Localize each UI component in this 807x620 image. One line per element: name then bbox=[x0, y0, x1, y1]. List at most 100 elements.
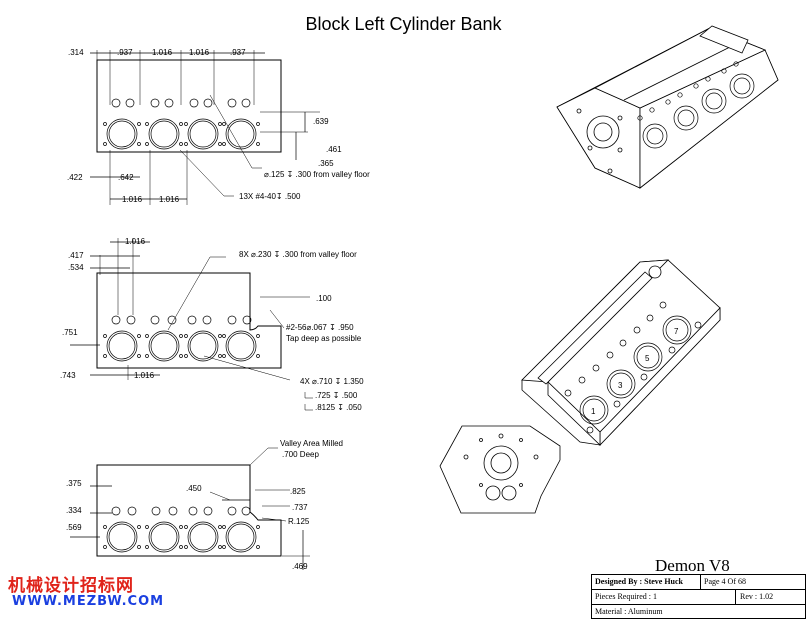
bottom-view: Valley Area Milled .700 Deep .375 .450 .… bbox=[66, 439, 343, 571]
top-view-bolt-hole bbox=[184, 142, 188, 146]
mid-view-bolt-hole bbox=[145, 354, 149, 358]
iso-bore-inner bbox=[733, 77, 751, 95]
top-view-hole bbox=[164, 98, 174, 108]
iso-cylinder-inner bbox=[665, 318, 689, 342]
bottom-view-bore bbox=[225, 521, 257, 553]
iso-deck-hole bbox=[578, 376, 586, 384]
page-number: Page 4 Of 68 bbox=[704, 577, 746, 586]
iso-bore bbox=[729, 73, 755, 99]
top-view-bolt-hole bbox=[222, 122, 226, 126]
mid-view-bolt-hole bbox=[218, 354, 222, 358]
top-view-hole bbox=[125, 98, 135, 108]
dim-100: .100 bbox=[316, 294, 332, 303]
bottom-view-bolt-hole bbox=[184, 545, 188, 549]
top-view-bolt-hole bbox=[256, 122, 260, 126]
mid-view-bore bbox=[225, 330, 257, 362]
note-hole-depth: ⌀.125 ↧ .300 from valley floor bbox=[264, 170, 370, 179]
iso-deck-hole bbox=[694, 321, 702, 329]
top-view-hole bbox=[227, 98, 237, 108]
mid-view-bolt-hole bbox=[179, 334, 183, 338]
bottom-view-bore bbox=[106, 521, 138, 553]
iso-deck-hole bbox=[659, 301, 667, 309]
watermark-cn: 机械设计招标网 bbox=[8, 576, 134, 596]
dim-314: .314 bbox=[68, 48, 84, 57]
cylinder-number: 5 bbox=[645, 354, 650, 363]
mid-view-bolt-hole bbox=[179, 354, 183, 358]
iso-top-hole bbox=[721, 68, 727, 74]
mid-view-hole bbox=[242, 315, 252, 325]
pieces-required: Pieces Required : 1 bbox=[595, 592, 657, 601]
mid-view-hole bbox=[167, 315, 177, 325]
bottom-view-hole bbox=[227, 506, 237, 516]
dim-1016-d: 1.016 bbox=[159, 195, 180, 204]
iso-cylinder-inner bbox=[609, 372, 633, 396]
bottom-view-bore-inner bbox=[189, 523, 217, 551]
bottom-view-bolt-hole bbox=[179, 525, 183, 529]
mid-view-bolt-hole bbox=[137, 334, 141, 338]
mid-view-bore-inner bbox=[150, 332, 178, 360]
bottom-view-bore-inner bbox=[150, 523, 178, 551]
dim-422: .422 bbox=[67, 173, 83, 182]
revision: Rev : 1.02 bbox=[740, 592, 774, 601]
top-view-bolt-hole bbox=[179, 142, 183, 146]
iso-bore bbox=[642, 123, 668, 149]
top-view-bore bbox=[106, 118, 138, 150]
top-view-bolt-hole bbox=[218, 122, 222, 126]
mid-view-hole bbox=[202, 315, 212, 325]
top-view-bore bbox=[148, 118, 180, 150]
iso-deck-hole bbox=[564, 389, 572, 397]
iso-deck-hole bbox=[592, 364, 600, 372]
iso-cylinder bbox=[633, 342, 663, 372]
top-view-bolt-hole bbox=[145, 142, 149, 146]
iso-bore-inner bbox=[646, 127, 664, 145]
mid-view-bolt-hole bbox=[145, 334, 149, 338]
top-view-bore-inner bbox=[108, 120, 136, 148]
dim-469: .469 bbox=[292, 562, 308, 571]
iso-view-end-plate bbox=[439, 425, 561, 514]
cylinder-number: 7 bbox=[674, 327, 679, 336]
dim-1016-a: 1.016 bbox=[152, 48, 173, 57]
iso-deck-hole bbox=[586, 426, 594, 434]
middle-view: .417 1.016 .534 .100 #2-56⌀.067 ↧ .950 T… bbox=[60, 237, 364, 412]
bottom-view-bolt-hole bbox=[218, 525, 222, 529]
note-tap-deep: Tap deep as possible bbox=[286, 334, 362, 343]
mid-view-bolt-hole bbox=[184, 334, 188, 338]
mid-view-bore bbox=[148, 330, 180, 362]
top-view: .314 .937 1.016 1.016 .937 .639 .461 .36… bbox=[67, 48, 370, 205]
note-8x-holes: 8X ⌀.230 ↧ .300 from valley floor bbox=[239, 250, 357, 259]
dim-375: .375 bbox=[66, 479, 82, 488]
middle-view-outline bbox=[96, 272, 282, 369]
bottom-view-hole bbox=[127, 506, 137, 516]
mid-view-hole bbox=[126, 315, 136, 325]
mid-view-hole bbox=[150, 315, 160, 325]
iso-cylinder bbox=[579, 395, 609, 425]
bottom-view-hole bbox=[241, 506, 251, 516]
bottom-view-bolt-hole bbox=[256, 545, 260, 549]
iso-bore bbox=[701, 88, 727, 114]
title-block-row-1: Designed By : Steve Huck Page 4 Of 68 bbox=[592, 575, 805, 590]
top-view-bolt-hole bbox=[145, 122, 149, 126]
dim-365: .365 bbox=[318, 159, 334, 168]
dim-825: .825 bbox=[290, 487, 306, 496]
top-view-bore-inner bbox=[150, 120, 178, 148]
mid-view-hole bbox=[111, 315, 121, 325]
dim-743: .743 bbox=[60, 371, 76, 380]
dim-534: .534 bbox=[68, 263, 84, 272]
mid-view-bore-inner bbox=[227, 332, 255, 360]
dim-639: .639 bbox=[313, 117, 329, 126]
note-counterbore-1: .725 ↧ .500 bbox=[315, 391, 358, 400]
iso-deck-hole bbox=[613, 400, 621, 408]
iso-deck-hole bbox=[646, 314, 654, 322]
material: Material : Aluminum bbox=[595, 607, 663, 616]
iso-bore bbox=[673, 105, 699, 131]
iso-cylinder bbox=[606, 369, 636, 399]
iso-bore-inner bbox=[705, 92, 723, 110]
top-view-bore bbox=[225, 118, 257, 150]
top-view-bolt-hole bbox=[184, 122, 188, 126]
dim-642: .642 bbox=[118, 173, 134, 182]
mid-view-bolt-hole bbox=[184, 354, 188, 358]
dim-569: .569 bbox=[66, 523, 82, 532]
bottom-view-hole bbox=[188, 506, 198, 516]
note-valley-milled: Valley Area Milled bbox=[280, 439, 343, 448]
top-view-bore bbox=[187, 118, 219, 150]
